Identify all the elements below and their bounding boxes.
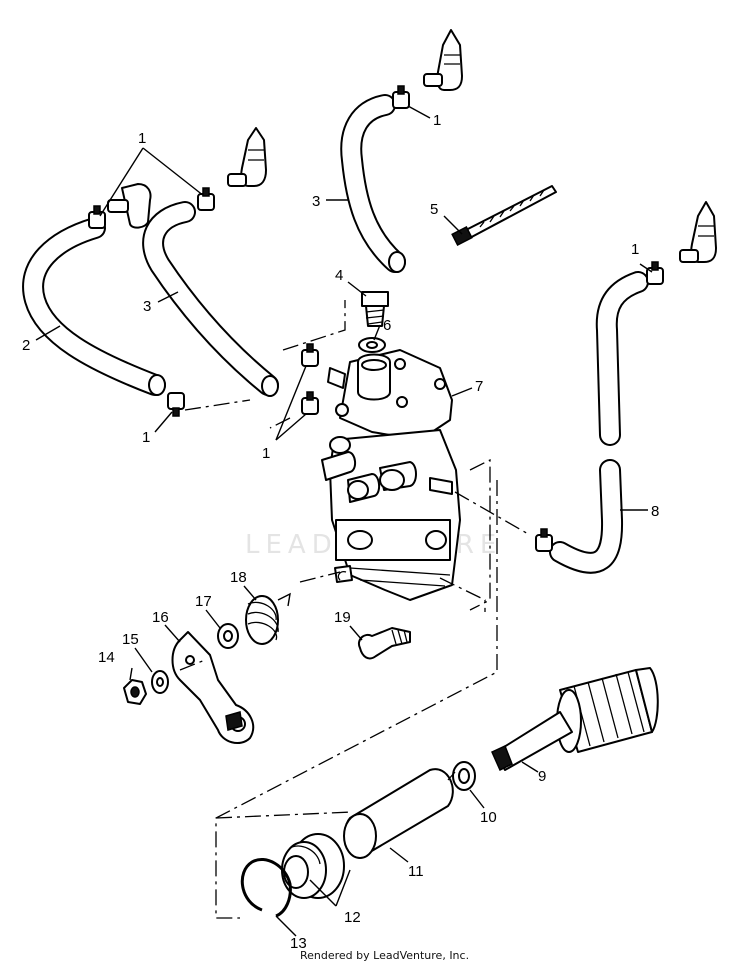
lever-16 bbox=[171, 631, 255, 745]
hose-right-upper bbox=[595, 271, 649, 446]
callouts: 1 1 1 1 1 2 3 3 4 5 6 7 8 9 10 11 12 13 … bbox=[22, 112, 659, 952]
callout-4: 4 bbox=[335, 267, 343, 284]
callout-1-right: 1 bbox=[631, 241, 639, 258]
footer-credit: Rendered by LeadVenture, Inc. bbox=[300, 949, 470, 962]
hose-3-top bbox=[340, 94, 406, 273]
hose-2 bbox=[22, 217, 166, 396]
clamp-1-h bbox=[535, 528, 553, 552]
callout-6: 6 bbox=[383, 317, 391, 334]
callout-3-top: 3 bbox=[312, 193, 320, 210]
callout-5: 5 bbox=[430, 201, 438, 218]
clamp-1-a bbox=[88, 205, 106, 229]
bolt-19 bbox=[358, 627, 411, 660]
fitting-cap-right bbox=[679, 201, 717, 263]
callout-1-lower-mid: 1 bbox=[262, 445, 270, 462]
callout-1-top-left: 1 bbox=[138, 130, 146, 147]
callout-14: 14 bbox=[98, 649, 115, 666]
seal-12 bbox=[281, 833, 345, 899]
callout-7: 7 bbox=[475, 378, 483, 395]
callout-10: 10 bbox=[480, 809, 497, 826]
hose-3-left bbox=[142, 201, 279, 397]
hose-8 bbox=[549, 459, 624, 574]
callout-16: 16 bbox=[152, 609, 169, 626]
spring-18 bbox=[245, 592, 291, 645]
leader-lines bbox=[35, 105, 653, 937]
fitting-cap-top-mid bbox=[423, 29, 463, 91]
washer-6 bbox=[358, 337, 386, 353]
cable-tie-5 bbox=[451, 185, 557, 246]
fitting-cap-top-left bbox=[227, 127, 267, 187]
callout-1-top-mid: 1 bbox=[433, 112, 441, 129]
clamp-1-e bbox=[301, 343, 319, 367]
clamp-1-d bbox=[167, 392, 185, 417]
clamp-1-b bbox=[197, 187, 215, 211]
callout-3-left: 3 bbox=[143, 298, 151, 315]
callout-1-bottom-left: 1 bbox=[142, 429, 150, 446]
callout-11: 11 bbox=[408, 863, 424, 880]
callout-12: 12 bbox=[344, 909, 361, 926]
clamp-1-f bbox=[301, 391, 319, 415]
fitting-nipple-left bbox=[107, 183, 152, 229]
washer-10 bbox=[452, 761, 476, 791]
oil-pump-7 bbox=[321, 349, 461, 601]
callout-9: 9 bbox=[538, 768, 546, 785]
snap-ring-13 bbox=[240, 858, 292, 918]
shaft-gear-9 bbox=[491, 667, 659, 772]
callout-2: 2 bbox=[22, 337, 30, 354]
washer-17 bbox=[217, 623, 239, 649]
callout-8: 8 bbox=[651, 503, 659, 520]
clamp-1-g bbox=[646, 261, 664, 285]
washer-15 bbox=[151, 670, 169, 694]
callout-17: 17 bbox=[195, 593, 212, 610]
assembly-lines bbox=[179, 300, 531, 919]
callout-15: 15 bbox=[122, 631, 139, 648]
bolt-4 bbox=[361, 291, 389, 327]
callout-19: 19 bbox=[334, 609, 351, 626]
callout-18: 18 bbox=[230, 569, 247, 586]
bushing-11 bbox=[343, 768, 454, 859]
clamp-1-c bbox=[392, 85, 410, 109]
callout-13: 13 bbox=[290, 935, 307, 952]
nut-14 bbox=[123, 679, 147, 705]
